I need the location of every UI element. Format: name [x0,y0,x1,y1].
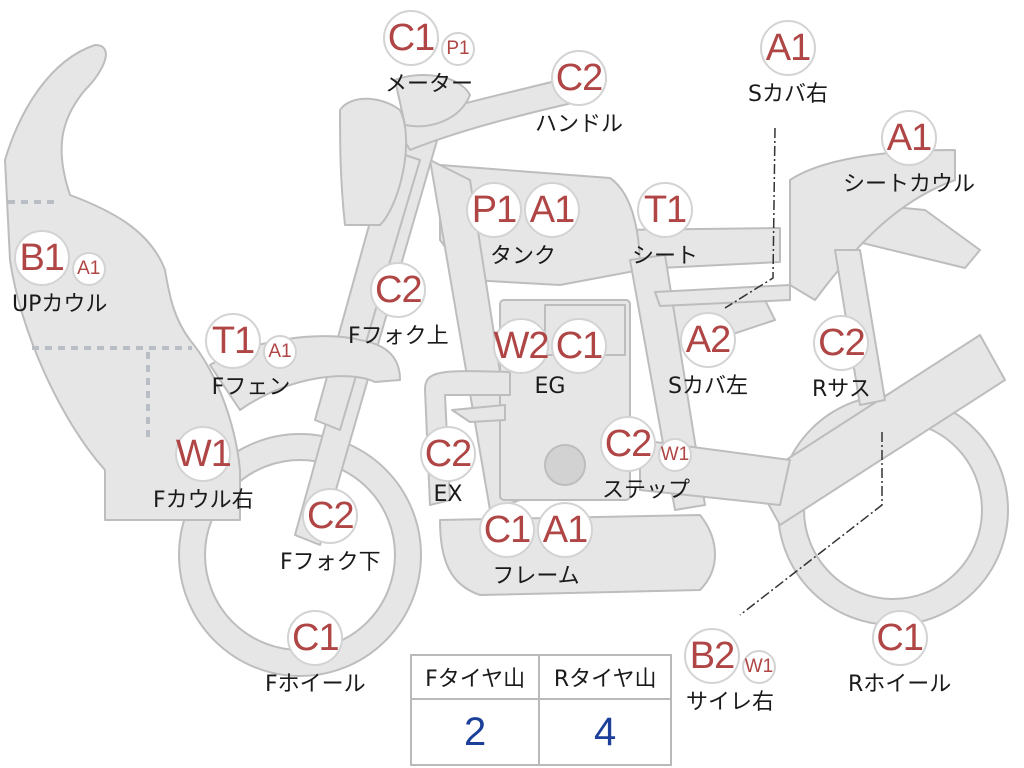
tire-table-value-row: 2 4 [409,698,672,766]
part-label: Sカバ左 [668,374,748,399]
part-label: Rホイール [848,672,952,697]
part-seat: T1 シート [632,182,698,270]
rear-tire-header: Rタイヤ山 [538,654,672,700]
grade-badge: C2 [420,426,476,482]
s-cover-right-leader [724,127,776,309]
grade-badge: C2 [813,315,870,371]
tire-tread-table: Fタイヤ山 Rタイヤ山 2 4 [409,654,672,766]
grade-badge: A1 [71,252,106,286]
exhaust-pipe-lower-shape [451,404,506,423]
grade-badge: B1 [13,230,70,286]
part-meter: C1 P1 メーター [383,10,475,98]
grade-badge: W1 [658,438,692,472]
part-label: EX [433,482,463,507]
grade-badge: A2 [679,312,736,368]
part-label: タンク [489,244,556,269]
grade-badge: C1 [287,610,344,666]
part-label: Rサス [812,377,871,402]
meter-shape [394,74,471,128]
grade-badge: C1 [479,502,535,558]
part-f-fork-upper: C2 Fフォク上 [348,262,449,350]
grade-badge: A1 [524,182,580,238]
grade-badge: P1 [441,32,475,66]
front-tire-header: Fタイヤ山 [409,654,541,700]
grade-badge: A1 [537,502,593,558]
part-step: C2 W1 ステップ [600,416,692,504]
windscreen-shape [339,97,408,226]
grade-badge: C1 [551,318,607,374]
grade-badge: C2 [551,50,607,106]
part-silencer-right: B2 W1 サイレ右 [684,628,776,716]
part-exhaust: C2 EX [420,426,476,507]
part-engine: W2 C1 EG [493,318,607,399]
grade-badge: C1 [871,610,928,666]
grade-badge: T1 [637,182,693,238]
part-label: シート [632,244,699,269]
part-tank: P1 A1 タンク [466,182,580,270]
part-s-cover-left: A2 Sカバ左 [668,312,748,400]
part-label: ステップ [601,478,690,503]
silencer-right-leader [739,432,883,616]
part-label: ハンドル [535,112,624,137]
grade-badge: W1 [175,426,232,482]
part-s-cover-right: A1 Sカバ右 [748,20,828,108]
part-label: シートカウル [843,172,976,197]
part-label: EG [534,374,566,399]
part-label: Fフェン [211,375,291,400]
subframe-shape [654,284,791,307]
grade-badge: P1 [466,182,522,238]
part-label: Fフォク上 [348,324,449,349]
grade-badge: T1 [205,313,261,369]
part-label: Fフォク下 [280,550,381,575]
part-label: サイレ右 [685,690,774,715]
grade-badge: C1 [383,10,439,66]
part-f-cowl-right: W1 Fカウル右 [153,426,254,514]
part-f-fork-lower: C2 Fフォク下 [280,488,381,576]
grade-badge: C2 [600,416,656,472]
grade-badge: A1 [881,110,937,166]
engine-cover-shape [544,444,586,486]
front-tire-value: 2 [409,698,541,766]
muffler-shape [754,334,1006,526]
grade-badge: W2 [493,318,550,374]
part-label: Sカバ右 [748,82,828,107]
grade-badge: B2 [684,628,740,684]
grade-badge: C2 [302,488,359,544]
part-handle: C2 ハンドル [535,50,623,138]
grade-badge: A1 [759,20,816,76]
rear-tire-value: 4 [538,698,672,766]
grade-badge: W1 [742,650,776,684]
front-wheel-outline-outer [178,433,422,677]
part-f-fender: T1 A1 Fフェン [205,313,297,401]
part-r-suspension: C2 Rサス [812,315,871,403]
part-frame: C1 A1 フレーム [479,502,593,590]
upper-cowl-shape [4,44,241,521]
part-label: フレーム [492,564,580,589]
part-up-cowl: B1 A1 UPカウル [12,230,107,318]
tire-table-header-row: Fタイヤ山 Rタイヤ山 [409,654,672,700]
part-label: メーター [384,72,473,97]
part-label: Fホイール [265,672,366,697]
part-seat-cowl: A1 シートカウル [843,110,975,198]
front-wheel-shape [179,434,421,676]
grade-badge: A1 [263,335,297,369]
part-r-wheel: C1 Rホイール [848,610,951,698]
grade-badge: C2 [370,262,427,318]
part-label: Fカウル右 [153,488,254,513]
part-f-wheel: C1 Fホイール [265,610,366,698]
part-label: UPカウル [12,292,108,317]
